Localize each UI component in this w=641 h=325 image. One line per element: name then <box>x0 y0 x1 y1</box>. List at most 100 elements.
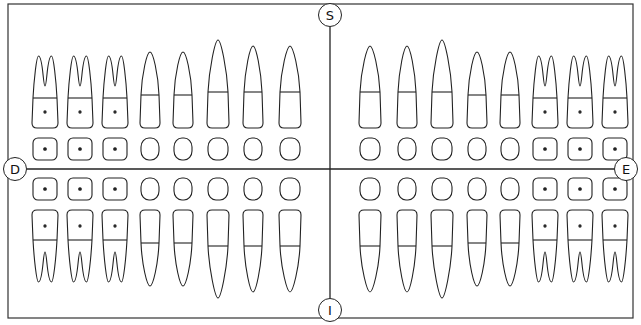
tooth-neck-line <box>568 239 592 240</box>
tooth-neck-line <box>244 91 262 92</box>
tooth-neck-line <box>33 239 57 240</box>
tooth-occlusal-view <box>280 138 300 160</box>
tooth-neck-line <box>174 94 192 95</box>
tooth-neck-line <box>603 97 627 98</box>
tooth-side-view <box>397 210 417 292</box>
tooth-side-view <box>140 210 160 286</box>
axis-circle: E <box>614 157 638 181</box>
tooth-dot <box>614 111 616 113</box>
tooth-occlusal-view <box>103 178 127 200</box>
axis-circle: S <box>318 3 342 27</box>
tooth-dot <box>79 225 81 227</box>
tooth-occlusal-view <box>244 178 262 200</box>
tooth-occlusal-view <box>398 138 416 160</box>
tooth-side-view <box>32 56 58 128</box>
axis-circle: D <box>3 157 27 181</box>
tooth-occlusal-view <box>68 138 92 160</box>
tooth-occlusal-view <box>208 138 228 160</box>
tooth-dot <box>614 188 617 191</box>
tooth-side-view <box>397 46 417 128</box>
tooth-dot <box>44 111 46 113</box>
tooth-occlusal-view <box>501 138 519 160</box>
tooth-occlusal-view <box>568 138 592 160</box>
frame <box>8 4 633 318</box>
tooth-neck-line <box>398 91 416 92</box>
tooth-side-view <box>602 210 628 282</box>
axis-line <box>27 168 614 169</box>
tooth-neck-line <box>208 245 228 246</box>
tooth-side-view <box>243 46 263 128</box>
tooth-dot <box>544 111 546 113</box>
tooth-neck-line <box>468 94 486 95</box>
tooth-group <box>32 40 301 160</box>
tooth-side-view <box>532 56 558 128</box>
tooth-dot <box>44 148 47 151</box>
tooth-dot <box>579 188 582 191</box>
tooth-dot <box>544 225 546 227</box>
tooth-neck-line <box>468 242 486 243</box>
tooth-side-view <box>207 210 229 298</box>
axis-circle: I <box>318 298 342 322</box>
tooth-occlusal-view <box>68 178 92 200</box>
tooth-neck-line <box>501 242 519 243</box>
tooth-neck-line <box>68 239 92 240</box>
tooth-side-view <box>279 210 301 292</box>
tooth-side-view <box>173 210 193 286</box>
tooth-side-view <box>173 52 193 128</box>
axis-line <box>329 27 330 298</box>
tooth-neck-line <box>501 94 519 95</box>
tooth-dot <box>579 148 582 151</box>
tooth-group <box>32 178 301 298</box>
tooth-neck-line <box>568 97 592 98</box>
tooth-neck-line <box>533 97 557 98</box>
axis-letter: I <box>328 304 332 317</box>
tooth-occlusal-view <box>533 178 557 200</box>
tooth-neck-line <box>103 239 127 240</box>
tooth-occlusal-view <box>432 178 452 200</box>
tooth-side-view <box>602 56 628 128</box>
tooth-neck-line <box>174 242 192 243</box>
tooth-dot <box>614 148 617 151</box>
tooth-side-view <box>359 46 381 128</box>
tooth-occlusal-view <box>33 178 57 200</box>
tooth-dot <box>79 148 82 151</box>
tooth-dot <box>544 188 547 191</box>
tooth-dot <box>579 225 581 227</box>
tooth-dot <box>114 188 117 191</box>
tooth-neck-line <box>141 242 159 243</box>
tooth-neck-line <box>398 245 416 246</box>
tooth-side-view <box>467 52 487 128</box>
tooth-side-view <box>467 210 487 286</box>
tooth-occlusal-view <box>33 138 57 160</box>
tooth-neck-line <box>603 239 627 240</box>
tooth-neck-line <box>141 94 159 95</box>
tooth-occlusal-view <box>360 138 380 160</box>
tooth-occlusal-view <box>208 178 228 200</box>
tooth-occlusal-view <box>174 178 192 200</box>
tooth-side-view <box>243 210 263 292</box>
tooth-side-view <box>207 40 229 128</box>
tooth-group <box>359 178 628 298</box>
tooth-side-view <box>500 210 520 286</box>
tooth-occlusal-view <box>468 138 486 160</box>
tooth-occlusal-view <box>103 138 127 160</box>
tooth-neck-line <box>103 97 127 98</box>
tooth-dot <box>114 225 116 227</box>
tooth-side-view <box>140 52 160 128</box>
tooth-neck-line <box>208 91 228 92</box>
tooth-occlusal-view <box>533 138 557 160</box>
tooth-neck-line <box>280 245 300 246</box>
tooth-dot <box>579 111 581 113</box>
tooth-dot <box>44 225 46 227</box>
tooth-dot <box>114 148 117 151</box>
tooth-side-view <box>500 52 520 128</box>
tooth-occlusal-view <box>174 138 192 160</box>
tooth-dot <box>614 225 616 227</box>
tooth-side-view <box>102 210 128 282</box>
tooth-occlusal-view <box>360 178 380 200</box>
tooth-neck-line <box>360 91 380 92</box>
tooth-neck-line <box>33 97 57 98</box>
